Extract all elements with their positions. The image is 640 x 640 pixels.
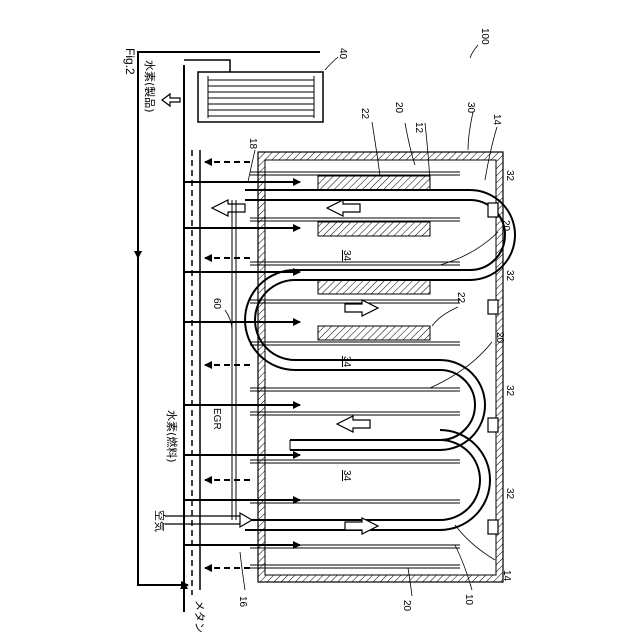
air-inlet — [165, 513, 252, 527]
ref-22-b: 22 — [455, 292, 466, 304]
label-hydrogen-product: 水素(製品) — [143, 60, 157, 113]
label-methane: メタン — [193, 600, 206, 633]
ref-40: 40 — [337, 48, 348, 60]
ref-32-a: 32 — [504, 170, 515, 182]
ref-34-a: 34 — [341, 250, 352, 262]
ref-12: 12 — [413, 122, 424, 134]
label-air: 空気 — [153, 510, 167, 532]
label-egr: EGR — [211, 408, 222, 430]
egr-line-60 — [232, 200, 236, 520]
dashed-return-arrows — [205, 162, 250, 568]
fig-label: Fig.2 — [123, 48, 137, 75]
ref-32-d: 32 — [504, 488, 515, 500]
ref-20-b: 20 — [500, 220, 511, 232]
hydrogen-product-arrow — [162, 94, 180, 106]
ref-20-top: 20 — [393, 102, 404, 114]
ref-60: 60 — [211, 298, 222, 310]
ref-32-b: 32 — [504, 270, 515, 282]
label-hydrogen-fuel: 水素(燃料) — [165, 410, 179, 463]
ref-16: 16 — [237, 596, 248, 608]
ref-30: 30 — [465, 102, 476, 114]
ref-22-top: 22 — [359, 108, 370, 120]
ref-18: 18 — [247, 138, 258, 150]
ref-14-top: 14 — [491, 114, 502, 126]
ref-32-c: 32 — [504, 385, 515, 397]
ref-20-c: 20 — [494, 332, 505, 344]
ref-34-b: 34 — [341, 356, 352, 368]
ref-20-bottom: 20 — [401, 600, 412, 612]
heat-exchanger-40 — [184, 60, 323, 122]
ref-100: 100 — [479, 28, 490, 45]
ref-14-bottom: 14 — [501, 570, 512, 582]
ref-34-c: 34 — [341, 470, 352, 482]
ref-10: 10 — [463, 594, 474, 606]
